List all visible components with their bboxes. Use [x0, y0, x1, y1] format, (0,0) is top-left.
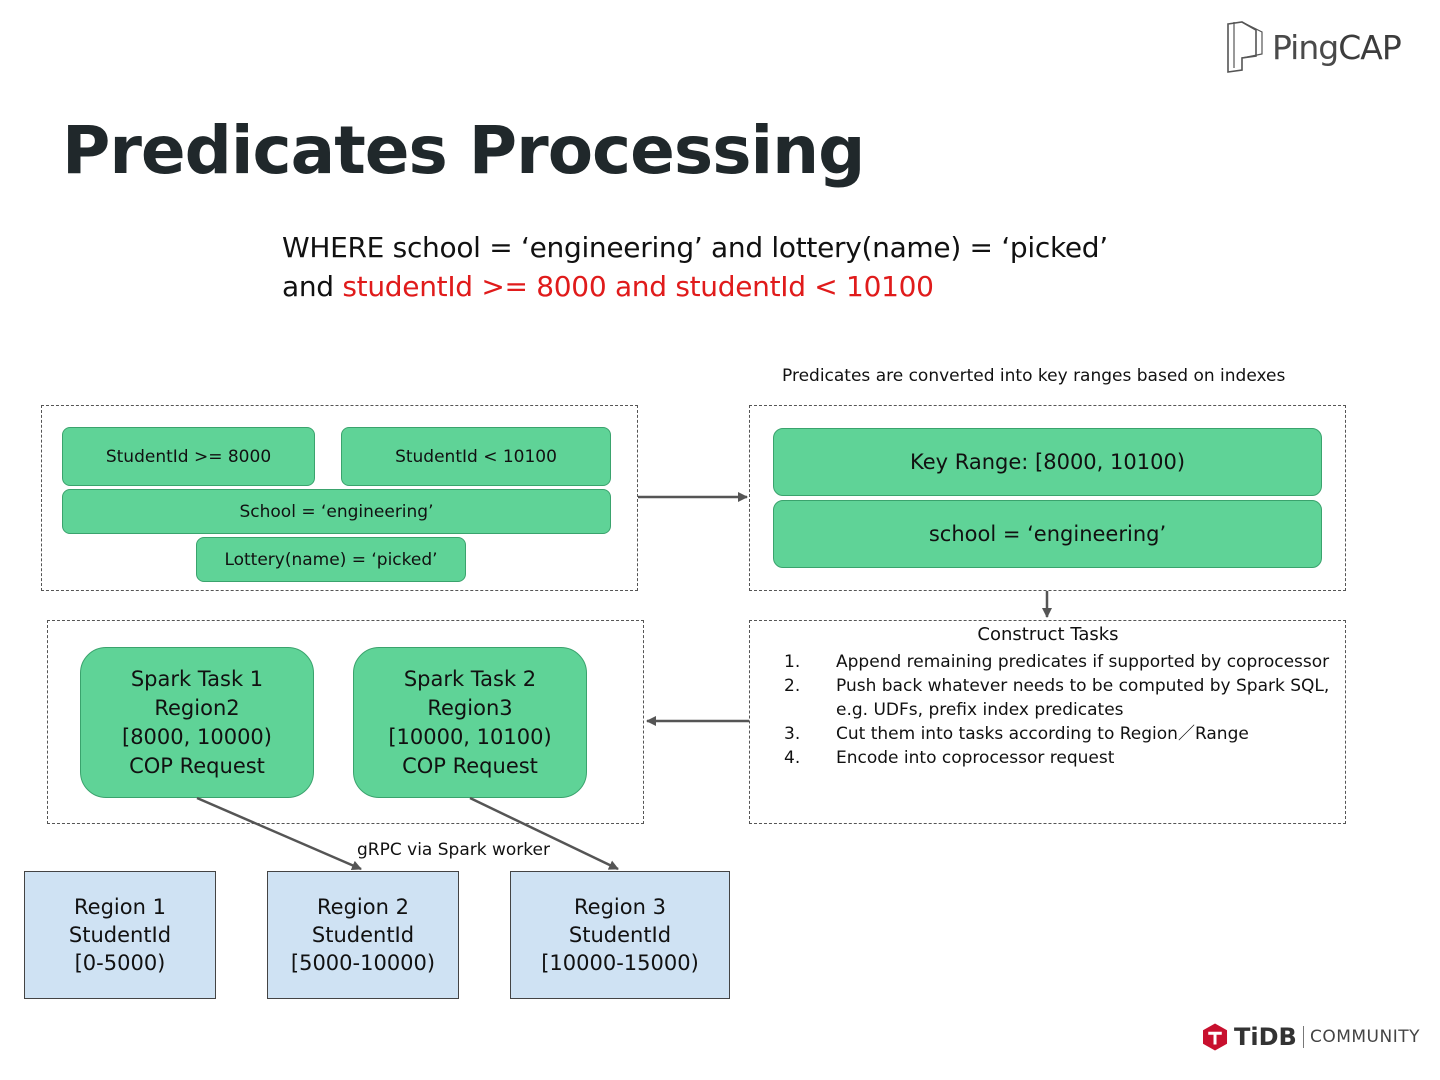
spark-task-1: Spark Task 1 Region2 [8000, 10000) COP R… — [80, 647, 314, 798]
tidb-wordmark: TiDB — [1234, 1023, 1297, 1051]
key-range-box: Key Range: [8000, 10100) — [773, 428, 1322, 496]
spark-task-request: COP Request — [402, 753, 538, 778]
predicate-lottery: Lottery(name) = ‘picked’ — [196, 537, 466, 582]
spark-task-range: [8000, 10000) — [122, 724, 272, 749]
construct-tasks-group — [749, 620, 1346, 824]
grpc-label: gRPC via Spark worker — [357, 840, 550, 860]
sql-line-2: and studentId >= 8000 and studentId < 10… — [282, 270, 934, 303]
region-range: [0-5000) — [74, 951, 166, 975]
spark-task-name: Spark Task 1 — [130, 666, 264, 691]
region-key: StudentId — [311, 923, 415, 947]
pingcap-logo: PingCAP — [1226, 20, 1420, 74]
region-name: Region 3 — [574, 895, 666, 919]
sql-highlight: studentId >= 8000 and studentId < 10100 — [342, 270, 934, 303]
spark-task-region: Region2 — [154, 695, 240, 720]
predicate-studentid-gte: StudentId >= 8000 — [62, 427, 315, 486]
region-name: Region 2 — [317, 895, 409, 919]
construct-tasks-title: Construct Tasks — [977, 624, 1119, 645]
tidb-community-logo: TiDB COMMUNITY — [1200, 1016, 1420, 1058]
list-item: 3.Cut them into tasks according to Regio… — [784, 724, 1249, 744]
construct-tasks-list: 1.Append remaining predicates if support… — [782, 650, 1342, 770]
region-3-box: Region 3 StudentId [10000-15000) — [510, 871, 730, 999]
region-name: Region 1 — [74, 895, 166, 919]
key-range-caption: Predicates are converted into key ranges… — [782, 366, 1286, 386]
region-1-box: Region 1 StudentId [0-5000) — [24, 871, 216, 999]
school-filter-box: school = ‘engineering’ — [773, 500, 1322, 568]
pingcap-wordmark: PingCAP — [1272, 27, 1402, 67]
spark-task-2: Spark Task 2 Region3 [10000, 10100) COP … — [353, 647, 587, 798]
key-range-group — [749, 405, 1346, 591]
tidb-logo-icon — [1203, 1023, 1228, 1051]
region-key: StudentId — [568, 923, 672, 947]
spark-task-name: Spark Task 2 — [403, 666, 537, 691]
spark-task-request: COP Request — [129, 753, 265, 778]
region-2-box: Region 2 StudentId [5000-10000) — [267, 871, 459, 999]
spark-task-range: [10000, 10100) — [388, 724, 552, 749]
region-range: [10000-15000) — [541, 951, 699, 975]
tidb-separator — [1302, 1026, 1304, 1048]
region-range: [5000-10000) — [290, 951, 436, 975]
community-wordmark: COMMUNITY — [1309, 1027, 1420, 1047]
region-key: StudentId — [68, 923, 172, 947]
list-item: 4.Encode into coprocessor request — [784, 748, 1115, 768]
spark-task-region: Region3 — [427, 695, 513, 720]
list-item: 1.Append remaining predicates if support… — [784, 652, 1330, 672]
predicate-studentid-lt: StudentId < 10100 — [341, 427, 611, 486]
predicates-group — [41, 405, 638, 591]
page-title: Predicates Processing — [62, 112, 865, 189]
sql-line-1: WHERE school = ‘engineering’ and lottery… — [282, 231, 1108, 264]
predicate-school: School = ‘engineering’ — [62, 489, 611, 534]
sql-where-clause: WHERE school = ‘engineering’ and lottery… — [282, 228, 1108, 306]
pingcap-logo-icon — [1227, 21, 1263, 73]
list-item: 2.Push back whatever needs to be compute… — [784, 676, 1330, 720]
